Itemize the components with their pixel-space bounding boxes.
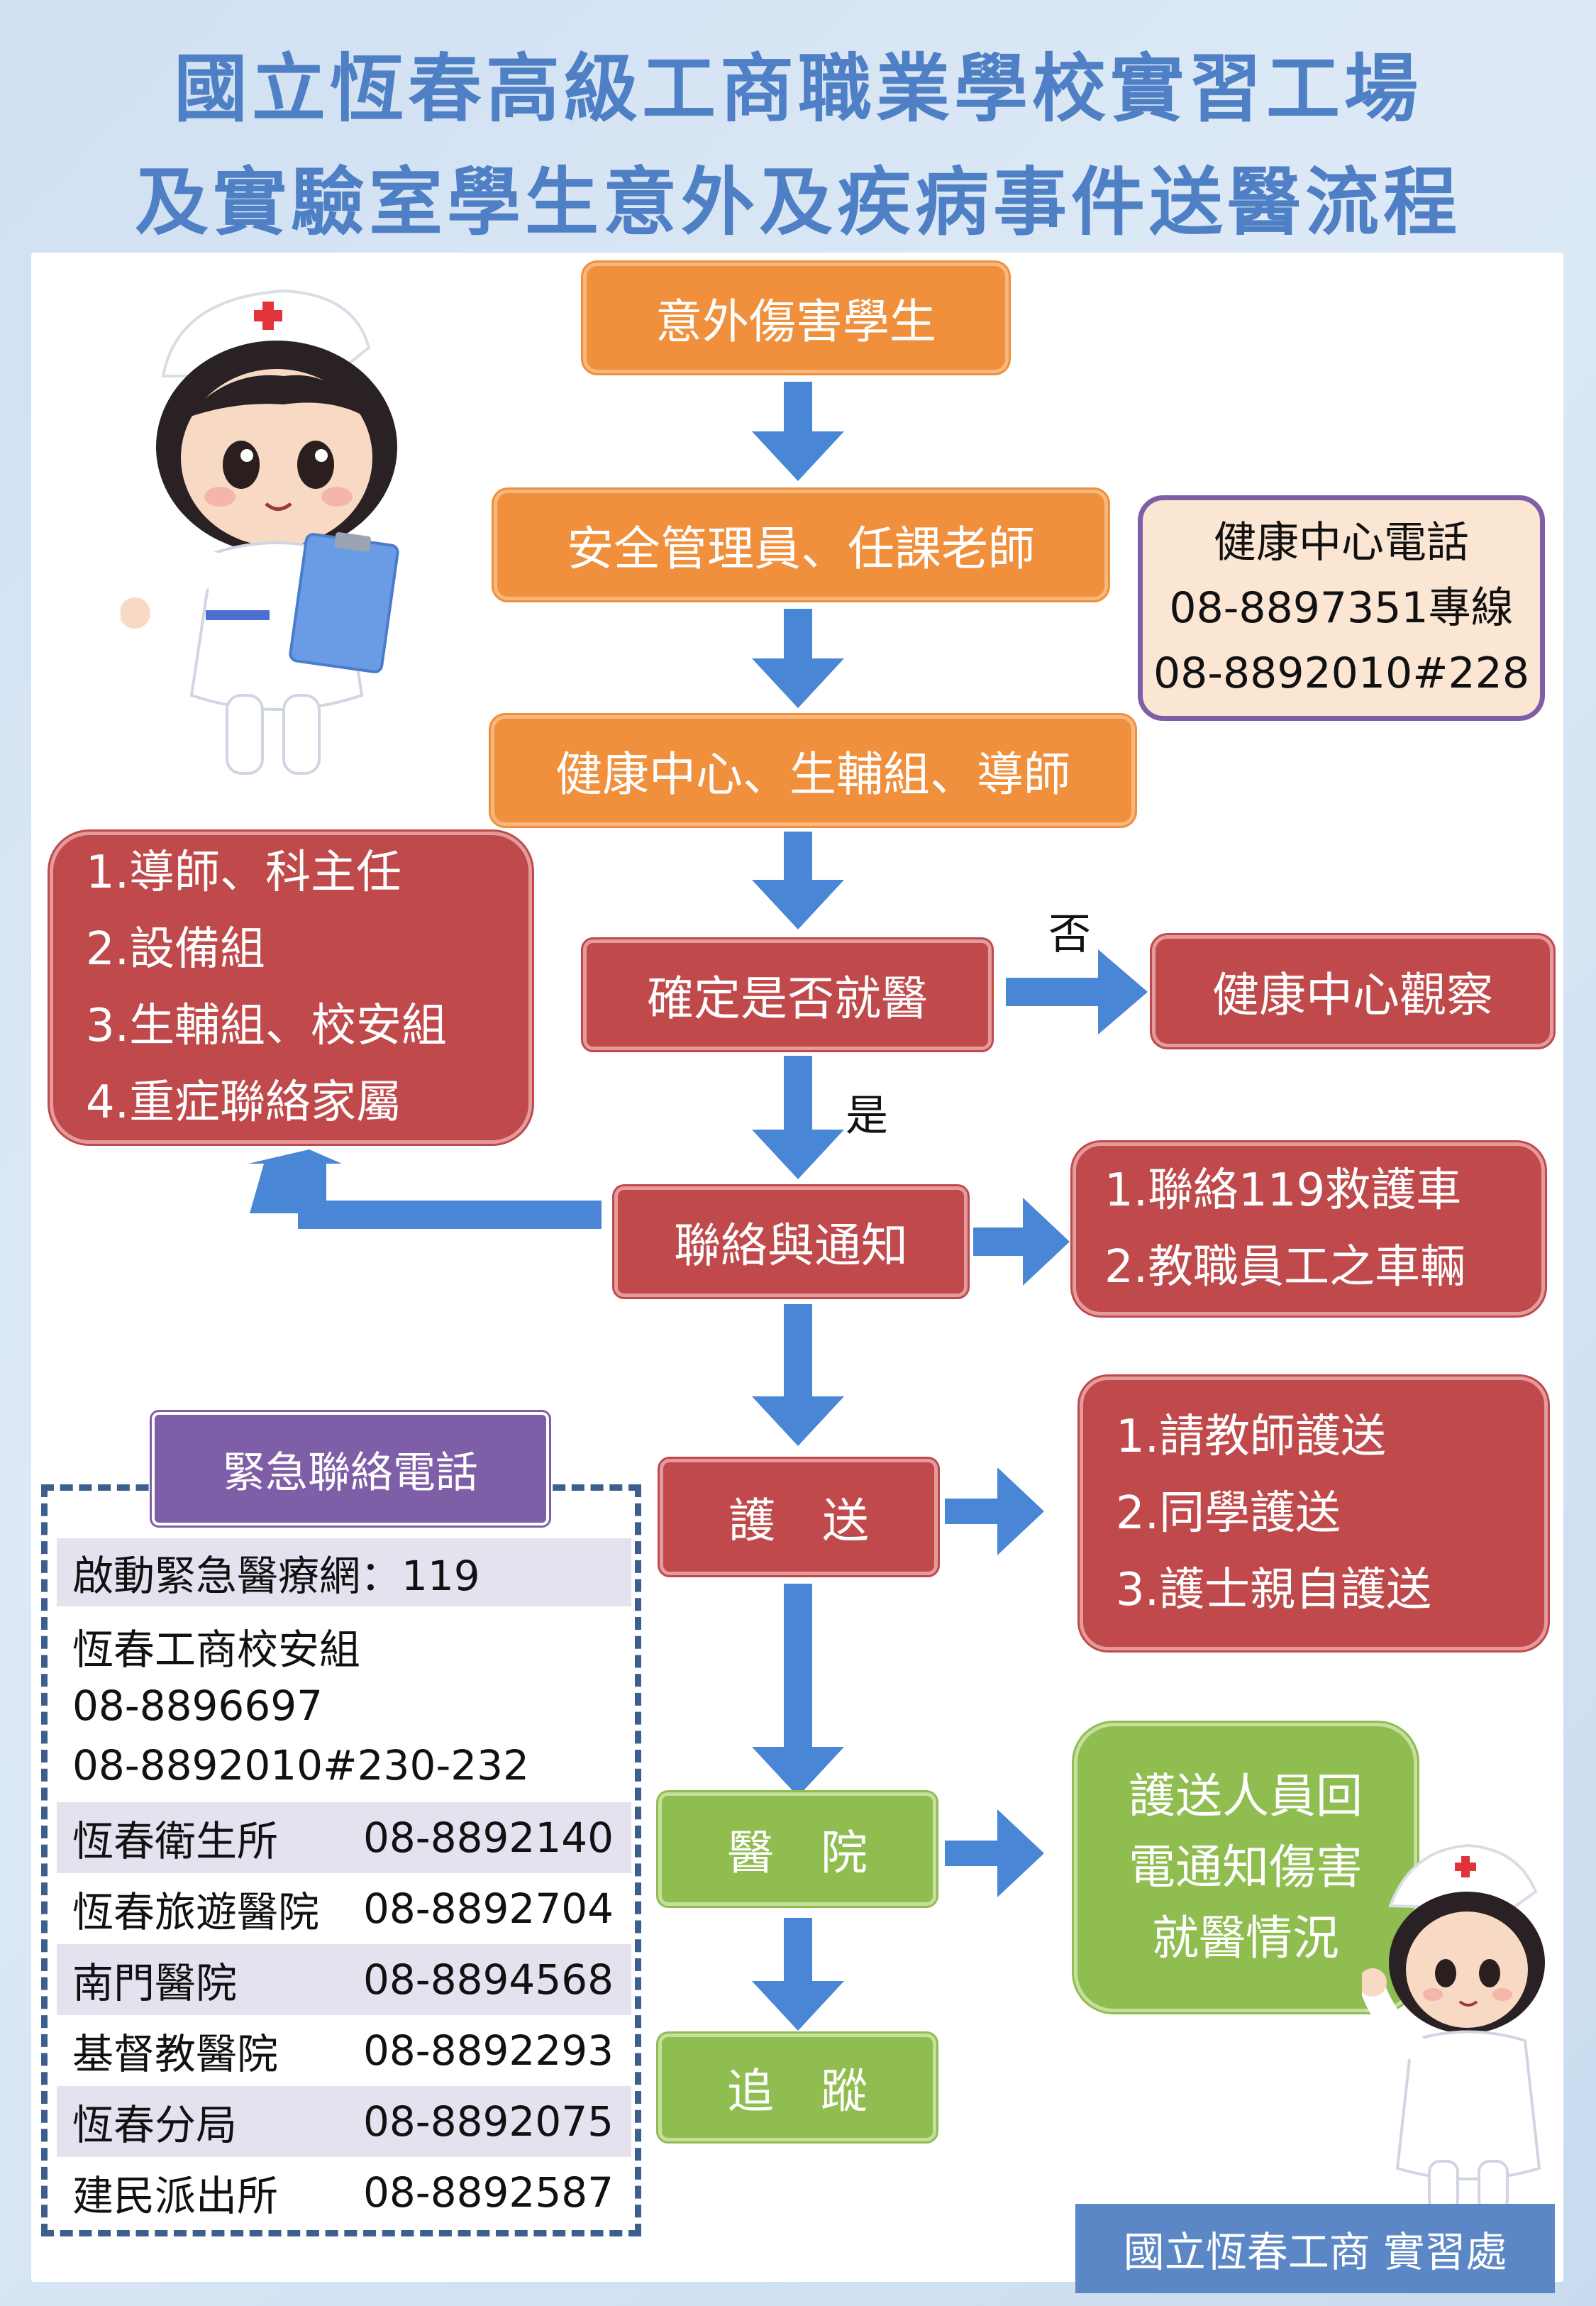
arrow-down-4 — [752, 1056, 844, 1179]
step-safety-officer: 安全管理員、任課老師 — [494, 490, 1108, 600]
notify-list-item: 1.導師、科主任 — [86, 846, 402, 899]
escort-list-item: 3.護士親自護送 — [1116, 1564, 1432, 1616]
vehicle-list-item: 1.聯絡119救護車 — [1104, 1164, 1462, 1217]
contact-row: 基督教醫院 08-8892293 — [57, 2015, 631, 2086]
report-back-line: 電通知傷害 — [1129, 1840, 1363, 1894]
contact-phone: 08-8892704 — [363, 1885, 614, 1933]
step-hospital: 醫 院 — [658, 1792, 936, 1906]
notify-list-item: 3.生輔組、校安組 — [86, 1000, 448, 1052]
emergency-tag: 緊急聯絡電話 — [155, 1415, 546, 1523]
contact-row: 恆春分局 08-8892075 — [57, 2086, 631, 2157]
step-escort: 護 送 — [660, 1459, 938, 1575]
contact-phone: 08-8892587 — [363, 2168, 614, 2217]
step-safety-officer-label: 安全管理員、任課老師 — [567, 522, 1035, 576]
emergency-119-row: 啟動緊急醫療網：119 — [57, 1538, 631, 1606]
school-ext: 08-8892010#230-232 — [72, 1741, 529, 1789]
notify-list-item: 4.重症聯絡家屬 — [86, 1076, 402, 1129]
track-label: 追 蹤 — [727, 2064, 868, 2119]
report-back-line: 就醫情況 — [1152, 1911, 1339, 1965]
school-phone-row: 08-8896697 — [57, 1672, 631, 1740]
health-center-phone: 健康中心電話 08-8897351專線 08-8892010#228 — [1138, 495, 1545, 721]
arrow-down-1 — [752, 382, 844, 481]
step-injured-student-label: 意外傷害學生 — [655, 294, 936, 349]
footer-label: 國立恆春工商 實習處 — [1123, 2228, 1507, 2276]
vehicle-list: 1.聯絡119救護車 2.教職員工之車輛 — [1073, 1142, 1545, 1315]
emergency-119-text: 啟動緊急醫療網：119 — [72, 1552, 480, 1600]
step-health-center-label: 健康中心、生輔組、導師 — [555, 747, 1070, 802]
notify-list: 1.導師、科主任 2.設備組 3.生輔組、校安組 4.重症聯絡家屬 — [50, 832, 532, 1144]
contact-row: 恆春旅遊醫院 08-8892704 — [57, 1873, 631, 1944]
emergency-tag-label: 緊急聯絡電話 — [223, 1447, 478, 1498]
hospital-label: 醫 院 — [727, 1826, 868, 1880]
school-ext-row: 08-8892010#230-232 — [57, 1731, 631, 1799]
step-health-center: 健康中心、生輔組、導師 — [491, 715, 1135, 826]
arrow-down-5 — [752, 1304, 844, 1446]
contact-name: 南門醫院 — [72, 1959, 238, 2007]
decision-label: 確定是否就醫 — [647, 971, 928, 1026]
vehicle-list-item: 2.教職員工之車輛 — [1104, 1241, 1466, 1293]
title-line-1: 國立恆春高級工商職業學校實習工場 — [173, 45, 1422, 132]
contact-row: 建民派出所 08-8892587 — [57, 2157, 631, 2228]
school-name: 恆春工商校安組 — [72, 1626, 361, 1674]
notify-list-item: 2.設備組 — [86, 923, 266, 976]
yes-label: 是 — [846, 1091, 888, 1141]
observe-label: 健康中心觀察 — [1212, 968, 1493, 1022]
contact-phone: 08-8894568 — [363, 1955, 614, 2004]
notify-label: 聯絡與通知 — [674, 1218, 908, 1273]
arrow-down-3 — [752, 832, 844, 929]
school-phone: 08-8896697 — [72, 1682, 323, 1730]
escort-list-item: 2.同學護送 — [1116, 1487, 1341, 1540]
phone-line: 08-8897351專線 — [1169, 583, 1514, 633]
nurse-waving-illustration — [1362, 1843, 1545, 2212]
arrow-right-escort — [945, 1467, 1044, 1555]
arrow-down-2 — [752, 609, 844, 708]
contact-phone: 08-8892075 — [363, 2097, 614, 2146]
arrow-down-7 — [752, 1918, 844, 2031]
title-line-2: 及實驗室學生意外及疾病事件送醫流程 — [134, 159, 1461, 246]
contact-name: 恆春衛生所 — [72, 1817, 279, 1865]
arrow-right-hospital — [945, 1809, 1044, 1897]
nurse-clipboard-illustration — [121, 289, 399, 775]
footer-org: 國立恆春工商 實習處 — [1075, 2204, 1555, 2293]
escort-label: 護 送 — [728, 1494, 869, 1548]
decision-see-doctor: 確定是否就醫 — [583, 939, 992, 1050]
arrow-right-no — [1006, 949, 1148, 1035]
step-track: 追 蹤 — [658, 2034, 936, 2141]
contact-name: 建民派出所 — [72, 2172, 279, 2220]
arrow-down-6 — [752, 1584, 844, 1797]
report-back-line: 護送人員回 — [1129, 1769, 1363, 1824]
contact-row: 南門醫院 08-8894568 — [57, 1944, 631, 2015]
escort-list-item: 1.請教師護送 — [1116, 1411, 1387, 1463]
phone-title: 健康中心電話 — [1214, 518, 1469, 568]
contact-name: 恆春旅遊醫院 — [72, 1888, 320, 1936]
phone-line: 08-8892010#228 — [1153, 649, 1529, 698]
step-injured-student: 意外傷害學生 — [583, 263, 1009, 373]
school-name-row: 恆春工商校安組 — [57, 1612, 631, 1680]
health-center-observe: 健康中心觀察 — [1152, 935, 1553, 1047]
no-label: 否 — [1048, 910, 1091, 959]
escort-list: 1.請教師護送 2.同學護送 3.護士親自護送 — [1080, 1377, 1548, 1650]
arrow-right-vehicle — [973, 1198, 1070, 1286]
contact-name: 恆春分局 — [72, 2101, 238, 2149]
step-notify: 聯絡與通知 — [614, 1186, 968, 1297]
arrow-elbow-left — [248, 1149, 602, 1229]
contact-name: 基督教醫院 — [72, 2030, 279, 2078]
contact-row: 恆春衛生所 08-8892140 — [57, 1802, 631, 1873]
contact-phone: 08-8892293 — [363, 2026, 614, 2075]
contact-phone: 08-8892140 — [363, 1814, 614, 1862]
